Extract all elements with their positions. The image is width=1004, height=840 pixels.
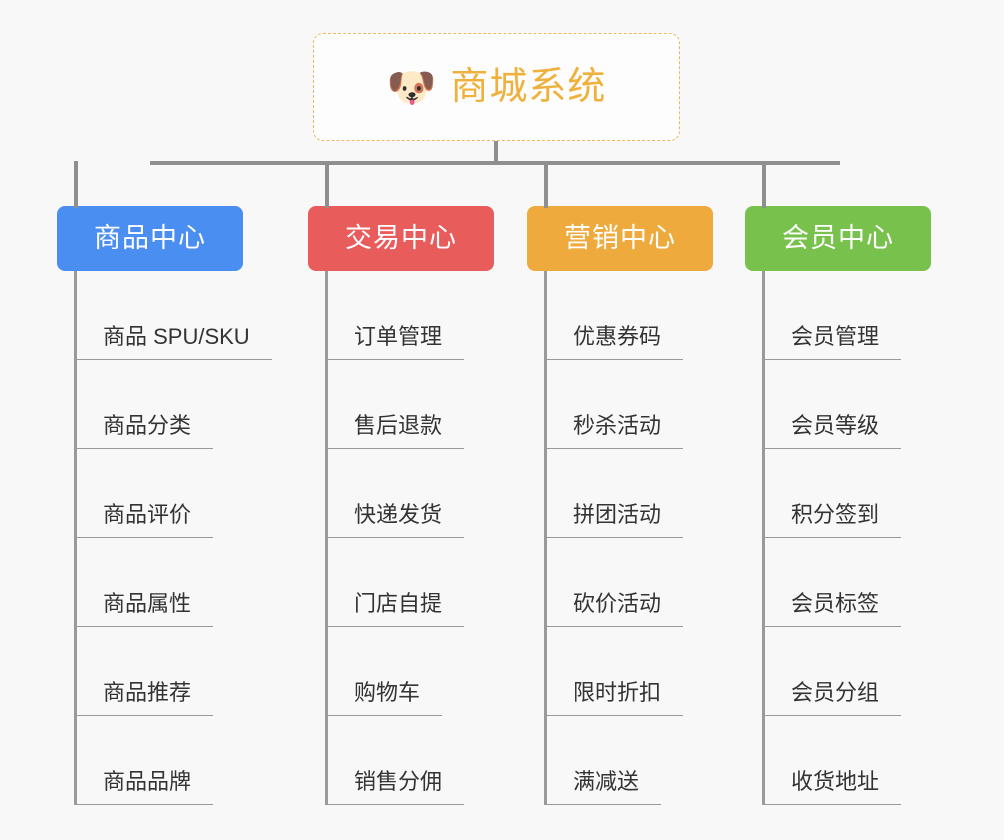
root-title: 商城系统 — [450, 66, 607, 108]
leaf-underline — [544, 537, 683, 538]
leaf-item[interactable]: 砍价活动 — [544, 538, 774, 627]
leaf-item[interactable]: 会员标签 — [762, 538, 992, 627]
leaf-underline — [544, 359, 683, 360]
branch-header-2[interactable]: 交易中心 — [308, 206, 494, 271]
leaf-label: 会员分组 — [791, 680, 880, 705]
shiba-dog-icon: 🐶 — [386, 66, 437, 110]
leaf-underline — [325, 537, 464, 538]
leaf-label: 销售分佣 — [354, 769, 443, 794]
branch-header-label: 商品中心 — [94, 223, 206, 253]
leaf-underline — [325, 448, 464, 449]
leaf-item[interactable]: 优惠券码 — [544, 271, 774, 360]
leaf-label: 会员标签 — [791, 591, 880, 616]
branch-header-label: 交易中心 — [345, 223, 457, 253]
leaf-underline — [74, 626, 213, 627]
leaf-label: 会员等级 — [791, 413, 880, 438]
leaf-underline — [544, 626, 683, 627]
leaf-underline — [544, 804, 661, 805]
branch-spine — [74, 271, 77, 805]
leaf-item[interactable]: 会员分组 — [762, 627, 992, 716]
leaf-item[interactable]: 门店自提 — [325, 538, 555, 627]
leaf-label: 满减送 — [573, 769, 640, 794]
branch-spine — [544, 271, 547, 805]
leaf-label: 限时折扣 — [573, 680, 662, 705]
leaf-label: 会员管理 — [791, 324, 880, 349]
branch-drop-connector — [325, 161, 329, 208]
branch-header-3[interactable]: 营销中心 — [527, 206, 713, 271]
leaf-label: 售后退款 — [354, 413, 443, 438]
leaf-underline — [74, 448, 213, 449]
trunk-horizontal-connector — [150, 161, 840, 165]
leaf-list: 订单管理售后退款快递发货门店自提购物车销售分佣 — [325, 271, 555, 805]
leaf-label: 秒杀活动 — [573, 413, 662, 438]
leaf-list: 商品 SPU/SKU 商品分类商品评价商品属性商品推荐商品品牌 — [74, 271, 304, 805]
leaf-underline — [74, 359, 272, 360]
branch-spine — [325, 271, 328, 805]
leaf-underline — [762, 359, 901, 360]
leaf-list: 会员管理会员等级积分签到会员标签会员分组收货地址 — [762, 271, 992, 805]
leaf-label: 优惠券码 — [573, 324, 662, 349]
leaf-underline — [762, 804, 901, 805]
leaf-underline — [74, 804, 213, 805]
leaf-underline — [325, 626, 464, 627]
leaf-item[interactable]: 购物车 — [325, 627, 555, 716]
leaf-item[interactable]: 商品分类 — [74, 360, 304, 449]
leaf-label: 快递发货 — [354, 502, 443, 527]
leaf-label: 积分签到 — [791, 502, 880, 527]
leaf-label: 砍价活动 — [573, 591, 662, 616]
leaf-underline — [74, 537, 213, 538]
leaf-underline — [762, 537, 901, 538]
leaf-underline — [544, 715, 683, 716]
leaf-item[interactable]: 快递发货 — [325, 449, 555, 538]
leaf-label: 商品推荐 — [103, 680, 192, 705]
leaf-label: 商品 SPU/SKU — [103, 324, 250, 349]
leaf-list: 优惠券码秒杀活动拼团活动砍价活动限时折扣满减送 — [544, 271, 774, 805]
leaf-label: 拼团活动 — [573, 502, 662, 527]
leaf-item[interactable]: 会员等级 — [762, 360, 992, 449]
leaf-item[interactable]: 销售分佣 — [325, 716, 555, 805]
leaf-item[interactable]: 商品属性 — [74, 538, 304, 627]
branch-spine — [762, 271, 765, 805]
leaf-item[interactable]: 满减送 — [544, 716, 774, 805]
leaf-label: 收货地址 — [791, 769, 880, 794]
leaf-underline — [325, 359, 464, 360]
leaf-item[interactable]: 收货地址 — [762, 716, 992, 805]
leaf-underline — [762, 626, 901, 627]
branch-header-4[interactable]: 会员中心 — [745, 206, 931, 271]
leaf-label: 购物车 — [354, 680, 421, 705]
branch-header-label: 营销中心 — [564, 223, 676, 253]
leaf-item[interactable]: 商品评价 — [74, 449, 304, 538]
leaf-label: 商品品牌 — [103, 769, 192, 794]
branch-header-1[interactable]: 商品中心 — [57, 206, 243, 271]
leaf-item[interactable]: 拼团活动 — [544, 449, 774, 538]
leaf-underline — [762, 448, 901, 449]
leaf-underline — [544, 448, 683, 449]
leaf-item[interactable]: 订单管理 — [325, 271, 555, 360]
leaf-label: 商品分类 — [103, 413, 192, 438]
leaf-item[interactable]: 限时折扣 — [544, 627, 774, 716]
leaf-item[interactable]: 商品推荐 — [74, 627, 304, 716]
leaf-item[interactable]: 积分签到 — [762, 449, 992, 538]
branch-drop-connector — [74, 161, 78, 208]
leaf-item[interactable]: 商品 SPU/SKU — [74, 271, 304, 360]
leaf-underline — [762, 715, 901, 716]
leaf-item[interactable]: 会员管理 — [762, 271, 992, 360]
leaf-label: 商品属性 — [103, 591, 192, 616]
leaf-underline — [325, 715, 442, 716]
branch-drop-connector — [544, 161, 548, 208]
branch-header-label: 会员中心 — [782, 223, 894, 253]
leaf-item[interactable]: 秒杀活动 — [544, 360, 774, 449]
leaf-label: 订单管理 — [354, 324, 443, 349]
leaf-label: 商品评价 — [103, 502, 192, 527]
trunk-stem-connector — [494, 141, 498, 164]
leaf-underline — [325, 804, 464, 805]
leaf-underline — [74, 715, 213, 716]
leaf-item[interactable]: 商品品牌 — [74, 716, 304, 805]
leaf-label: 门店自提 — [354, 591, 443, 616]
branch-drop-connector — [762, 161, 766, 208]
root-node[interactable]: 🐶 商城系统 — [313, 33, 680, 141]
leaf-item[interactable]: 售后退款 — [325, 360, 555, 449]
